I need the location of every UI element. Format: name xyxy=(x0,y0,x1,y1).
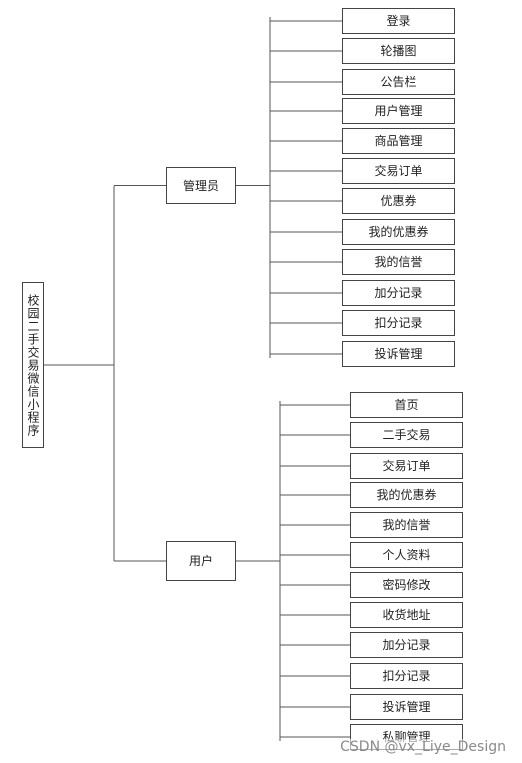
root-node-box: 校园二手交易微信小程序 xyxy=(22,282,44,448)
leaf-node-box-label: 首页 xyxy=(394,398,419,412)
leaf-node-box-label: 我的优惠券 xyxy=(368,225,429,239)
leaf-node-box-label: 交易订单 xyxy=(374,164,423,178)
branch-node-box-label: 管理员 xyxy=(182,178,219,193)
leaf-node-box: 交易订单 xyxy=(342,158,455,184)
leaf-node-box-label: 个人资料 xyxy=(382,548,431,562)
leaf-node-box: 优惠券 xyxy=(342,188,455,214)
leaf-node-box-label: 用户管理 xyxy=(374,104,423,118)
leaf-node-box-label: 我的优惠券 xyxy=(376,488,437,502)
leaf-node-box: 个人资料 xyxy=(350,542,463,568)
leaf-node-box-label: 投诉管理 xyxy=(382,700,431,714)
leaf-node-box-label: 密码修改 xyxy=(382,578,431,592)
branch-node-box-label: 用户 xyxy=(188,554,213,568)
leaf-node-box: 商品管理 xyxy=(342,128,455,154)
leaf-node-box: 我的优惠券 xyxy=(350,482,463,508)
leaf-node-box-label: 收货地址 xyxy=(382,608,431,622)
leaf-node-box-label: 交易订单 xyxy=(382,459,431,473)
leaf-node-box: 用户管理 xyxy=(342,98,455,124)
leaf-node-box-label: 我的信誉 xyxy=(382,518,431,532)
leaf-node-box: 轮播图 xyxy=(342,38,455,64)
leaf-node-box-label: 优惠券 xyxy=(380,194,417,208)
branch-node-box: 用户 xyxy=(166,541,236,581)
leaf-node-box: 投诉管理 xyxy=(350,694,463,720)
leaf-node-box-label: 二手交易 xyxy=(382,428,431,442)
leaf-node-box: 收货地址 xyxy=(350,602,463,628)
root-node-label: 校园二手交易微信小程序 xyxy=(26,293,40,437)
leaf-node-box: 我的优惠券 xyxy=(342,219,455,245)
leaf-node-box: 公告栏 xyxy=(342,69,455,95)
leaf-node-box: 我的信誉 xyxy=(342,249,455,275)
branch-node-box: 管理员 xyxy=(166,167,236,204)
leaf-node-box: 二手交易 xyxy=(350,422,463,448)
leaf-node-box-label: 商品管理 xyxy=(374,134,423,148)
leaf-node-box: 扣分记录 xyxy=(350,663,463,689)
leaf-node-box: 投诉管理 xyxy=(342,341,455,367)
leaf-node-box: 加分记录 xyxy=(350,632,463,658)
leaf-node-box-label: 扣分记录 xyxy=(374,316,423,330)
leaf-node-box: 密码修改 xyxy=(350,572,463,598)
leaf-node-box-label: 加分记录 xyxy=(382,638,431,652)
leaf-node-box: 登录 xyxy=(342,8,455,34)
leaf-node-box: 交易订单 xyxy=(350,453,463,479)
leaf-node-box-label: 登录 xyxy=(386,14,411,28)
leaf-node-box-label: 扣分记录 xyxy=(382,669,431,683)
leaf-node-box: 扣分记录 xyxy=(342,310,455,336)
leaf-node-box-label: 公告栏 xyxy=(380,75,417,89)
leaf-node-box-label: 加分记录 xyxy=(374,286,423,300)
watermark: CSDN @vx_Liye_Design xyxy=(338,739,508,755)
leaf-node-box-label: 我的信誉 xyxy=(374,255,423,269)
leaf-node-box: 加分记录 xyxy=(342,280,455,306)
leaf-node-box: 首页 xyxy=(350,392,463,418)
leaf-node-box: 我的信誉 xyxy=(350,512,463,538)
leaf-node-box-label: 轮播图 xyxy=(380,44,417,58)
leaf-node-box-label: 投诉管理 xyxy=(374,347,423,361)
